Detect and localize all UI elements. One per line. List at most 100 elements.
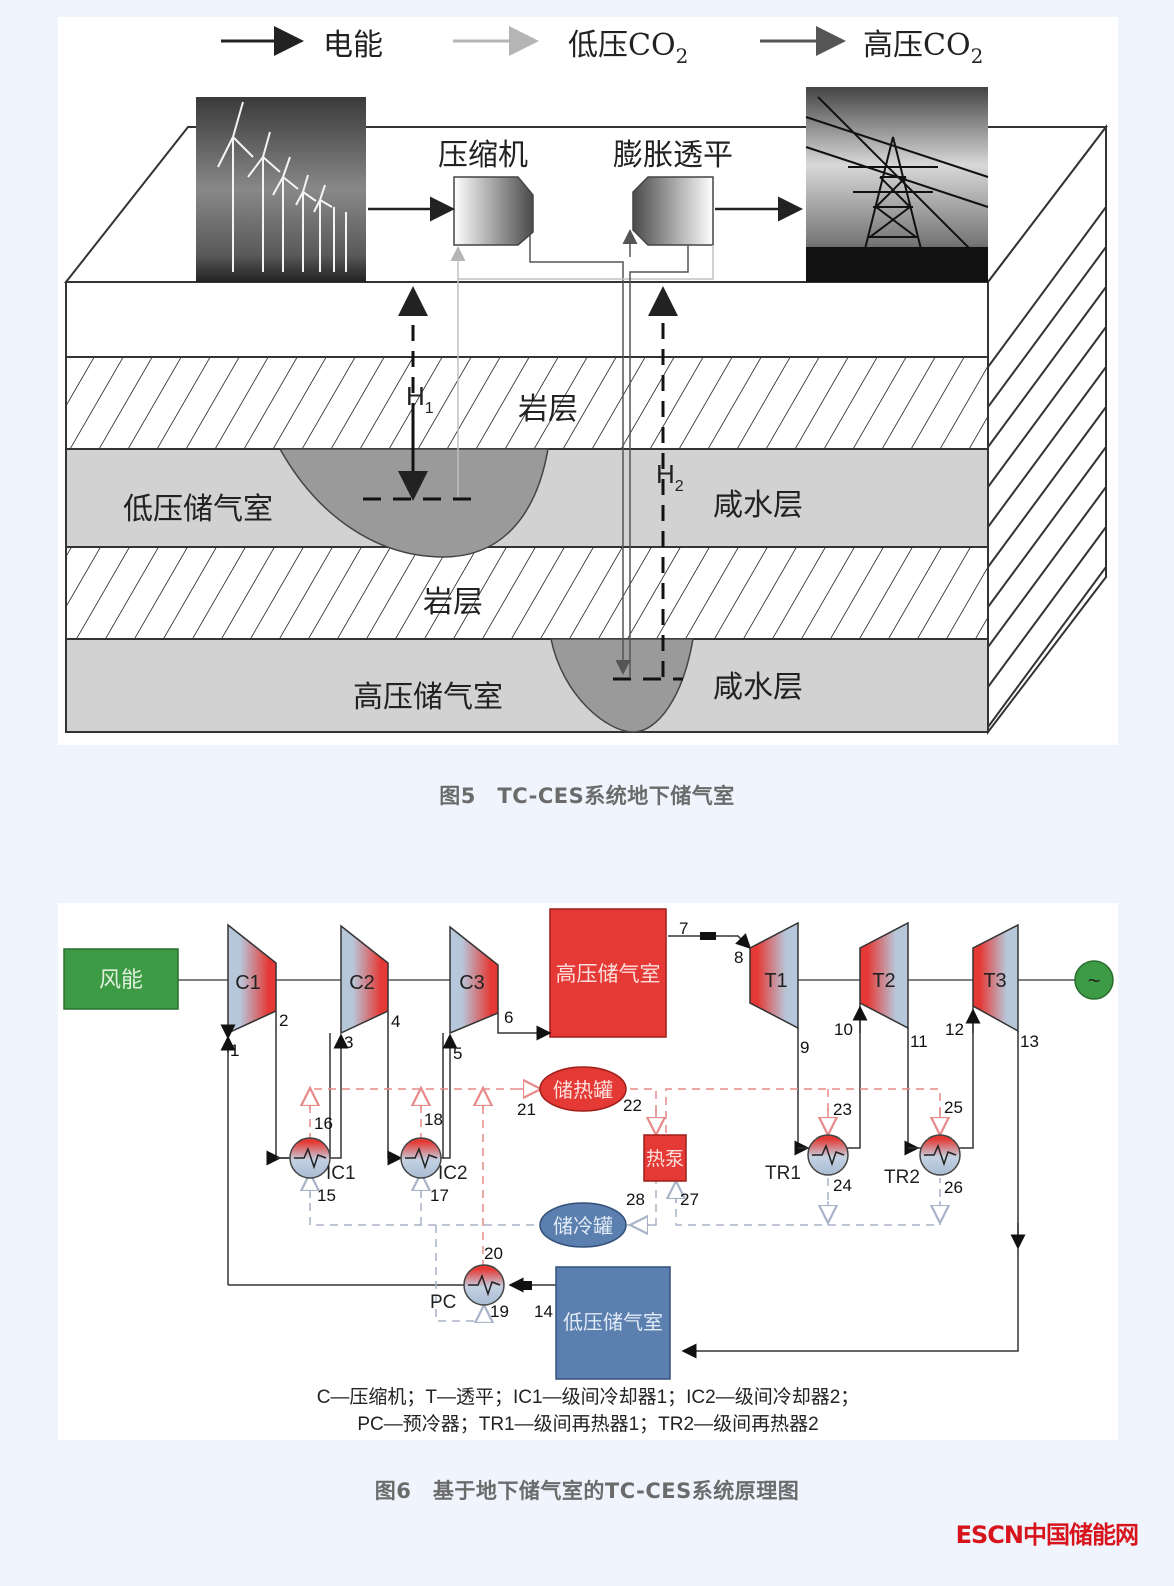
legend: 电能 低压CO2 高压CO2	[221, 26, 983, 68]
svg-text:热泵: 热泵	[646, 1148, 684, 1170]
svg-text:4: 4	[391, 1012, 400, 1031]
throttle-valve-icon	[518, 1281, 532, 1290]
svg-text:21: 21	[517, 1100, 536, 1119]
low-pressure-chamber-label: 低压储气室	[123, 492, 273, 527]
figure-6-caption: 图6 基于地下储气室的TC-CES系统原理图	[374, 1479, 800, 1503]
svg-text:20: 20	[484, 1244, 503, 1263]
svg-text:18: 18	[424, 1110, 443, 1129]
turbine-t2: T2	[859, 921, 909, 1030]
svg-text:高压储气室: 高压储气室	[556, 962, 661, 986]
svg-text:16: 16	[314, 1114, 333, 1133]
cold-storage-tank: 储冷罐	[539, 1202, 627, 1248]
svg-text:23: 23	[833, 1100, 852, 1119]
svg-text:C1: C1	[235, 972, 261, 994]
svg-text:高压CO2: 高压CO2	[863, 28, 983, 68]
svg-text:26: 26	[944, 1178, 963, 1197]
svg-text:3: 3	[344, 1033, 353, 1052]
svg-text:27: 27	[680, 1190, 699, 1209]
svg-text:H1: H1	[406, 381, 434, 417]
legend-low-co2: 低压CO	[568, 28, 676, 63]
svg-text:IC2: IC2	[438, 1163, 468, 1184]
svg-text:T3: T3	[983, 970, 1006, 992]
tc-ces-schematic: 风能 C1 C2 C3 高压储气室 T1 T2	[63, 908, 1114, 1435]
power-tower-photo	[805, 87, 989, 282]
high-pressure-co2-pipe	[529, 235, 631, 675]
low-pressure-co2-return	[457, 245, 714, 497]
svg-text:储冷罐: 储冷罐	[553, 1214, 613, 1238]
svg-text:T1: T1	[764, 970, 787, 992]
high-pressure-chamber	[550, 638, 694, 733]
rock-layer-2-label: 岩层	[423, 585, 483, 620]
svg-text:IC1: IC1	[326, 1163, 356, 1184]
heat-pump-block: 热泵	[643, 1134, 687, 1182]
underground-storage-diagram: 电能 低压CO2 高压CO2	[63, 26, 1109, 735]
svg-text:T2: T2	[872, 970, 895, 992]
rock-layer-1-label: 岩层	[518, 392, 578, 427]
figure-5-caption: 图5 TC-CES系统地下储气室	[439, 784, 735, 808]
svg-text:14: 14	[534, 1302, 553, 1321]
reheater-tr1: TR1	[765, 1134, 849, 1184]
svg-text:24: 24	[833, 1176, 852, 1195]
compressor-icon	[453, 176, 534, 246]
abbreviation-legend-line-2: PC—预冷器；TR1—级间再热器1；TR2—级间再热器2	[357, 1413, 818, 1435]
legend-electricity: 电能	[323, 28, 383, 63]
topsoil-layer	[65, 281, 989, 358]
wind-energy-block: 风能	[63, 948, 179, 1010]
svg-text:风能: 风能	[99, 968, 143, 993]
saline-layer-2-label: 咸水层	[713, 670, 803, 705]
generator-icon: ~	[1074, 960, 1114, 1000]
compressor-c2: C2	[340, 924, 389, 1035]
precooler-pc: PC	[430, 1264, 505, 1313]
legend-high-co2: 高压CO	[863, 28, 971, 63]
svg-text:25: 25	[944, 1098, 963, 1117]
svg-text:17: 17	[430, 1186, 449, 1205]
svg-text:低压CO2: 低压CO2	[568, 28, 688, 68]
svg-text:12: 12	[945, 1020, 964, 1039]
throttle-valve-icon	[700, 932, 716, 940]
svg-text:C3: C3	[459, 972, 485, 994]
high-pressure-chamber-label: 高压储气室	[353, 680, 503, 715]
expander-icon	[632, 176, 714, 246]
low-pressure-chamber	[278, 448, 549, 558]
compressor-c1: C1	[227, 923, 277, 1035]
heat-storage-tank: 储热罐	[539, 1066, 627, 1112]
svg-text:7: 7	[679, 919, 688, 938]
svg-text:TR1: TR1	[765, 1163, 801, 1184]
h1-label: H	[406, 381, 425, 411]
compressor-label: 压缩机	[438, 138, 528, 173]
escn-watermark-logo: ESCN中国储能网	[955, 1521, 1139, 1549]
figure-5-panel: 电能 低压CO2 高压CO2	[58, 17, 1118, 745]
svg-text:2: 2	[279, 1011, 288, 1030]
svg-text:10: 10	[834, 1020, 853, 1039]
expander-label: 膨胀透平	[613, 138, 733, 173]
h2-label: H	[656, 459, 675, 489]
svg-text:8: 8	[734, 948, 743, 967]
intercooler-ic2: IC2	[400, 1137, 468, 1184]
compressor-c3: C3	[449, 925, 499, 1035]
svg-text:PC: PC	[430, 1292, 456, 1313]
svg-text:低压储气室: 低压储气室	[563, 1310, 663, 1334]
svg-text:5: 5	[453, 1044, 462, 1063]
turbine-t3: T3	[972, 923, 1019, 1033]
intercooler-ic1: IC1	[289, 1137, 356, 1184]
high-pressure-chamber-block: 高压储气室	[549, 908, 667, 1038]
saline-layer-1-label: 咸水层	[713, 488, 803, 523]
turbine-t1: T1	[749, 921, 799, 1030]
svg-text:19: 19	[490, 1302, 509, 1321]
wind-turbines-photo	[196, 97, 366, 282]
svg-text:TR2: TR2	[884, 1167, 920, 1188]
svg-text:H2: H2	[656, 459, 684, 495]
svg-text:C2: C2	[349, 972, 375, 994]
abbreviation-legend-line-1: C—压缩机；T—透平；IC1—级间冷却器1；IC2—级间冷却器2；	[317, 1386, 860, 1408]
svg-text:28: 28	[626, 1190, 645, 1209]
reheater-tr2: TR2	[884, 1134, 961, 1188]
state-point-labels: 1 2 3 4 5 6 7 8 9 10 11 12 13 14 15 16 1…	[230, 919, 1039, 1321]
svg-text:11: 11	[910, 1032, 928, 1051]
low-pressure-chamber-block: 低压储气室	[555, 1266, 671, 1380]
svg-text:13: 13	[1020, 1032, 1039, 1051]
svg-text:9: 9	[800, 1038, 809, 1057]
svg-text:6: 6	[504, 1008, 513, 1027]
svg-text:22: 22	[623, 1096, 642, 1115]
svg-text:储热罐: 储热罐	[553, 1078, 613, 1102]
saline-layer-2	[65, 638, 989, 733]
